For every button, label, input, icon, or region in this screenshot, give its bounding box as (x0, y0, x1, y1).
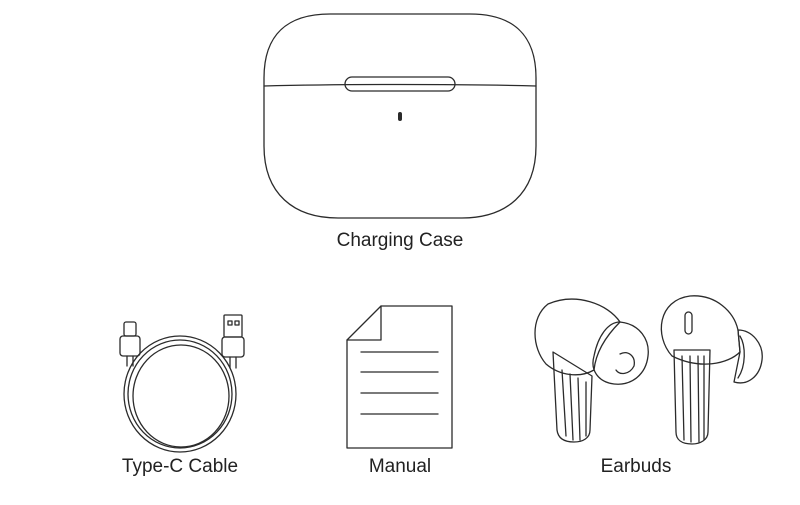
manual-page (346, 305, 453, 449)
earbuds-label: Earbuds (600, 456, 672, 477)
case-lid-seam (263, 83, 537, 87)
type-c-cable-icon (119, 314, 245, 453)
manual-document-icon (346, 305, 453, 449)
usb-c-tip (123, 321, 137, 337)
manual-dog-ear (346, 305, 382, 341)
case-led (398, 112, 402, 121)
type-c-cable-label: Type-C Cable (121, 456, 239, 477)
charging-case-label: Charging Case (336, 230, 464, 251)
left-earbud (534, 298, 649, 443)
case-body (263, 13, 537, 219)
manual-label: Manual (368, 456, 432, 477)
usb-a-housing (221, 336, 245, 358)
charging-case-icon (263, 13, 537, 219)
right-earbud (660, 295, 763, 445)
usb-c-housing (119, 335, 141, 357)
earbuds-icon (534, 295, 763, 445)
case-slot (344, 76, 456, 92)
usb-a-tip (223, 314, 243, 338)
